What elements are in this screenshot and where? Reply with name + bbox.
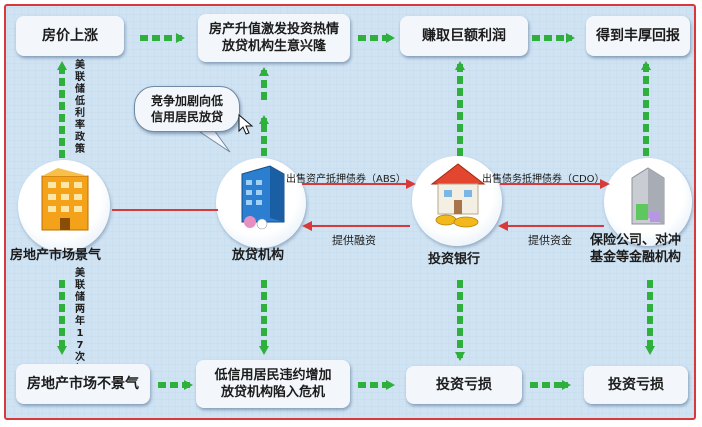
property-appreciation-box: 房产升值激发投资热情 放贷机构生意兴隆 [198,14,350,62]
lender-building-icon [241,165,285,230]
callout-bubble: 竞争加剧向低 信用居民放贷 [134,86,240,132]
insurers-label: 保险公司、对冲 基金等金融机构 [590,233,682,265]
low-credit-default-box: 低信用居民违约增加 放贷机构陷入危机 [196,360,350,408]
investment-loss-box-2: 投资亏损 [584,366,688,404]
huge-profit-box: 赚取巨额利润 [400,16,528,56]
market-boom-label: 房地产市场景气 [10,248,102,263]
lender-label: 放贷机构 [232,248,285,263]
fed-rate-cut-note: 美联储低利率政策 [75,60,85,155]
provide-financing-label: 提供融资 [332,234,376,247]
provide-funds-label: 提供资金 [528,234,572,247]
callout-tail [198,129,231,153]
house-price-rise-box: 房价上涨 [16,16,124,56]
bank-house-icon [430,163,486,228]
rich-return-box: 得到丰厚回报 [586,16,690,56]
market-slump-box: 房地产市场不景气 [16,364,150,404]
building-icon [41,168,89,231]
insurance-tower-icon [631,167,665,225]
cursor-icon [238,114,254,135]
sell-cdo-label: 出售债务抵押债券（CDO） [482,174,605,185]
investment-loss-box-1: 投资亏损 [406,366,522,404]
investment-bank-label: 投资银行 [428,252,481,267]
sell-abs-label: 出售资产抵押债券（ABS） [286,174,406,185]
